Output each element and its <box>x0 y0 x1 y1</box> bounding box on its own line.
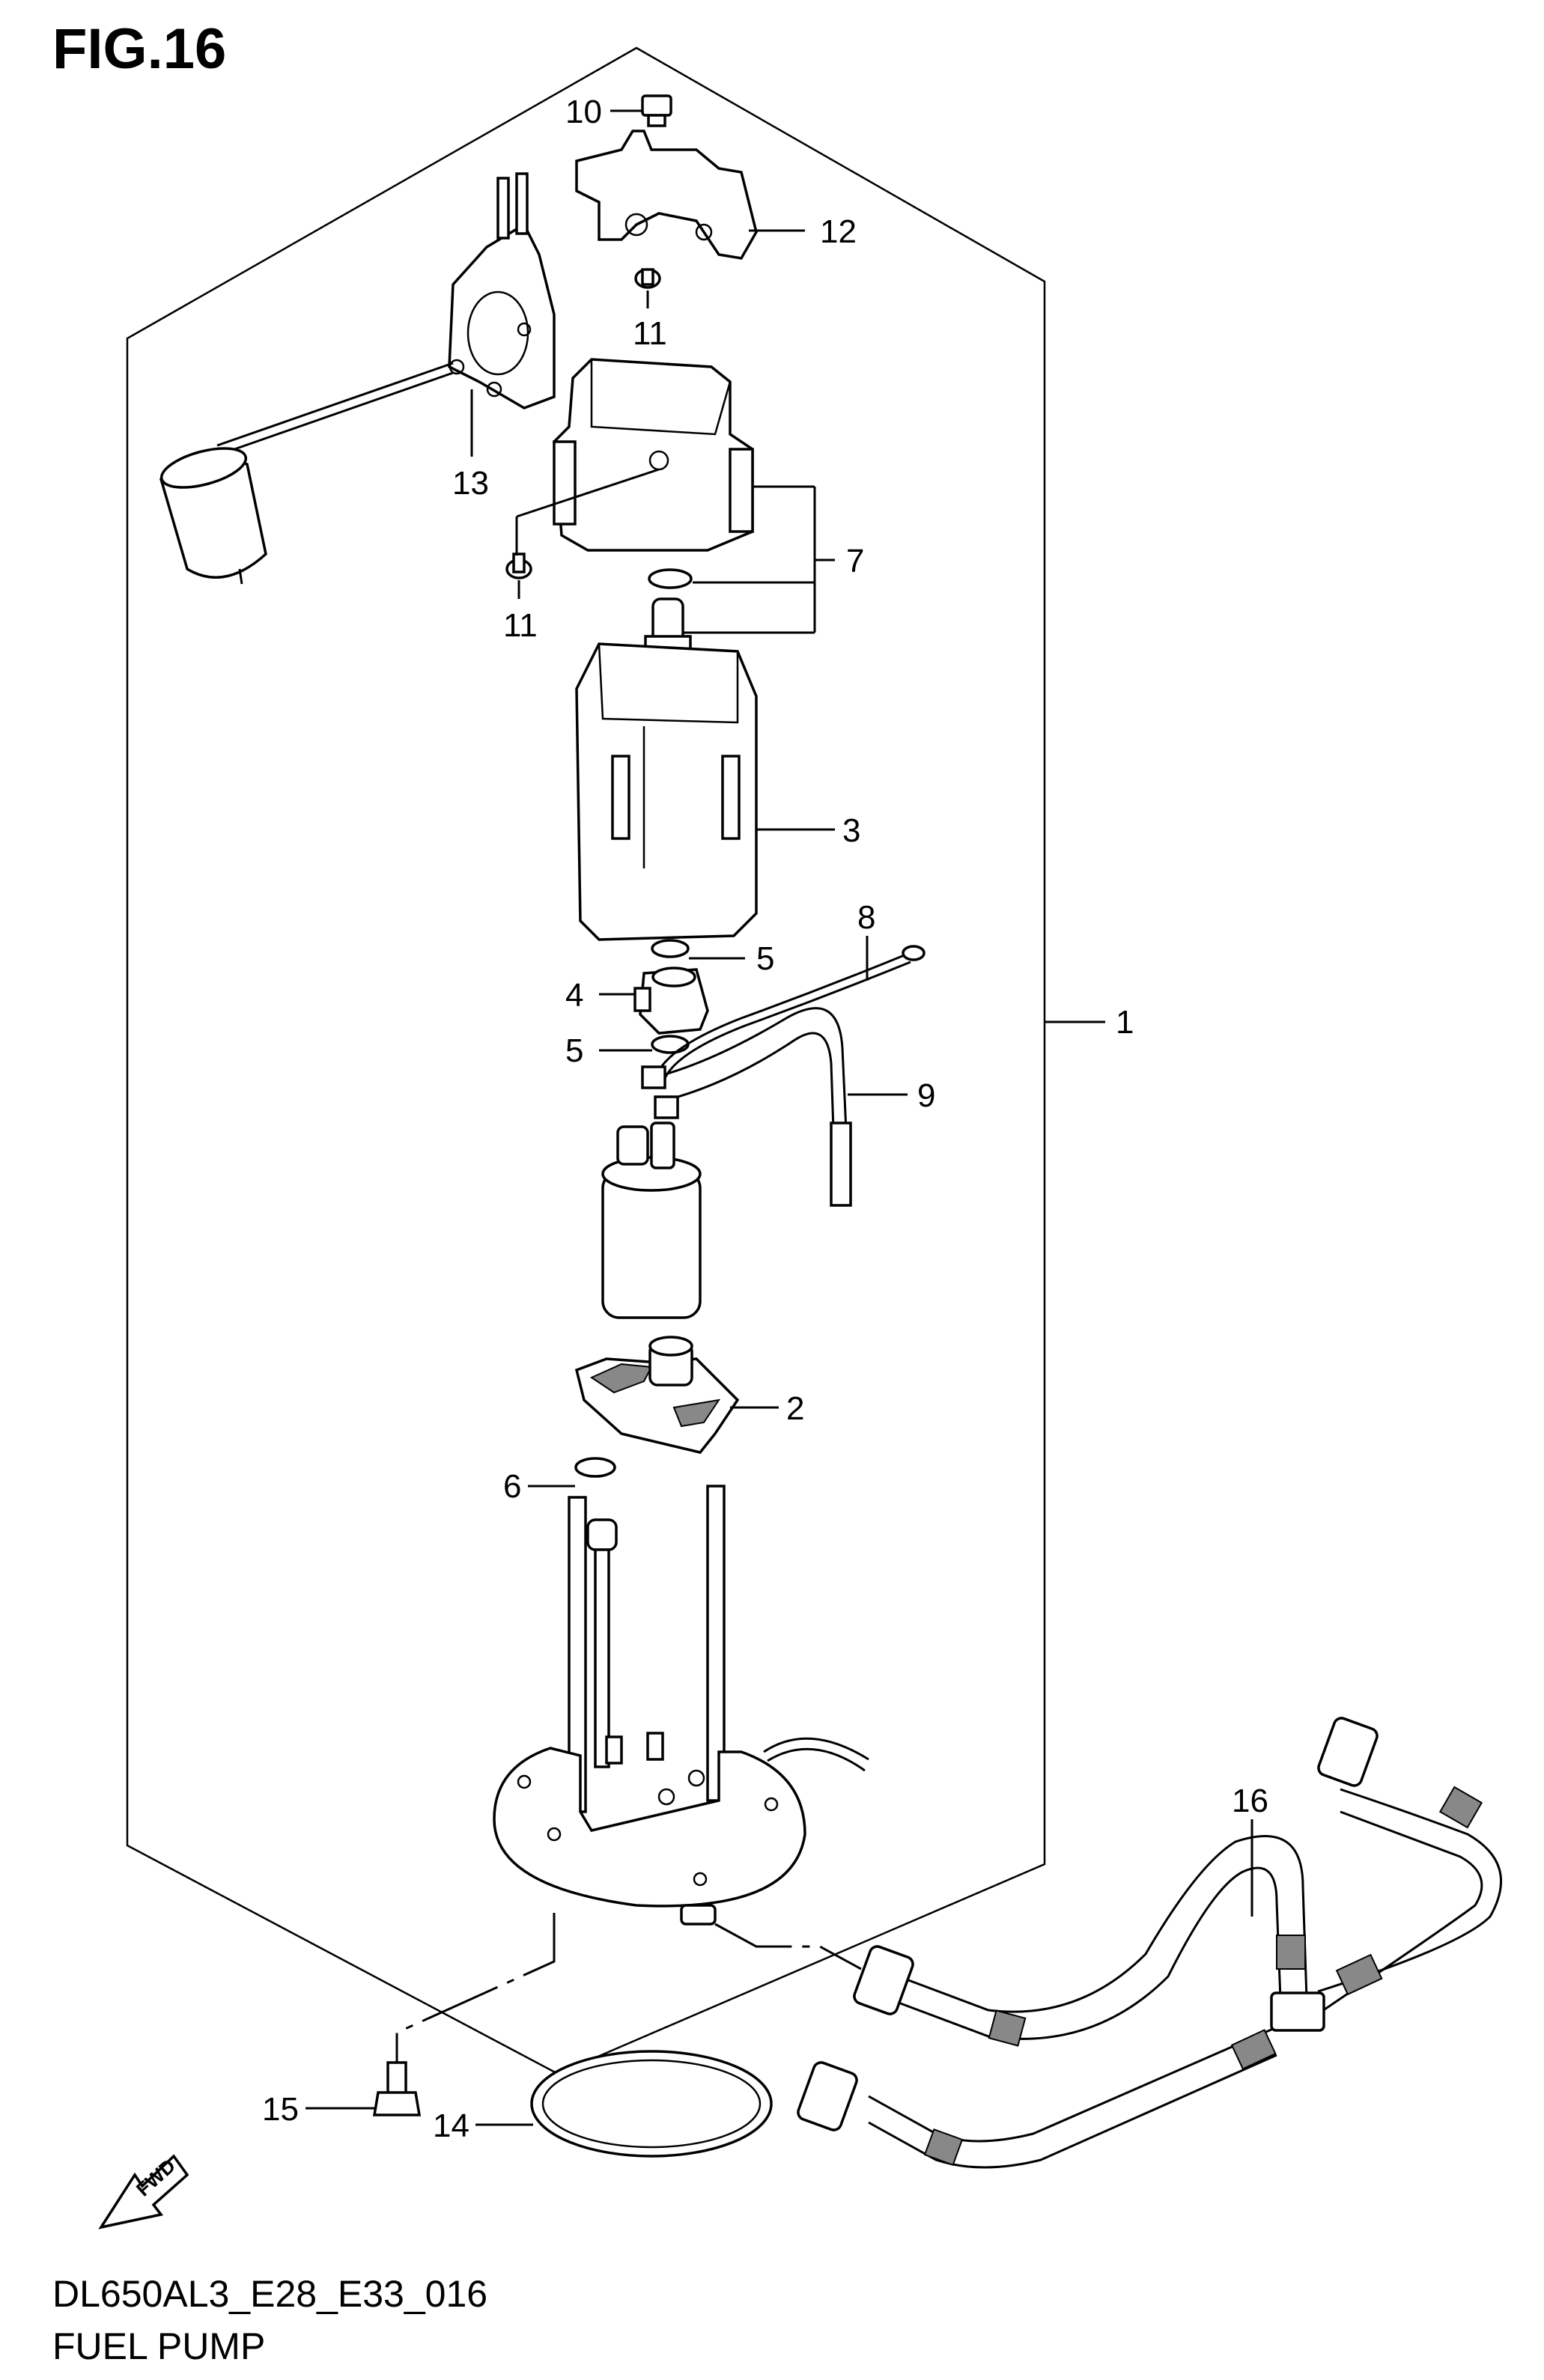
callout-8: 8 <box>857 899 875 936</box>
o-ring-part-6 <box>574 1457 616 1478</box>
fuel-level-gauge-part <box>159 172 556 585</box>
callout-5-upper: 5 <box>756 940 774 977</box>
callout-2: 2 <box>786 1390 804 1427</box>
callout-7: 7 <box>846 543 864 579</box>
callout-1: 1 <box>1116 1004 1134 1041</box>
forward-direction-arrow: FWD <box>98 2154 189 2230</box>
bracket-part <box>575 130 758 260</box>
callout-3: 3 <box>842 812 860 849</box>
screw-upper-part <box>634 268 661 289</box>
bolt-part <box>372 2061 422 2116</box>
callout-12: 12 <box>820 213 857 250</box>
callout-labels: 10 12 11 13 7 11 3 8 5 4 1 5 9 2 6 16 15… <box>262 94 1268 2144</box>
fuel-hose-assembly-part <box>797 1717 1502 2169</box>
pressure-regulator-part <box>633 967 709 1035</box>
callout-16: 16 <box>1232 1783 1268 1819</box>
ground-lead-part <box>657 945 926 1079</box>
fuel-pump-motor <box>601 1121 702 1319</box>
gasket-ring-part <box>530 2050 773 2158</box>
o-ring-upper-part <box>651 939 690 958</box>
figure-name: FUEL PUMP <box>52 2325 266 2367</box>
callout-6: 6 <box>503 1468 521 1505</box>
screw-lower-part <box>505 553 532 579</box>
outlet-axis-line <box>714 1923 862 1970</box>
figure-title: FIG.16 <box>52 17 227 81</box>
o-ring-lower-part <box>651 1035 690 1054</box>
callout-11-lower: 11 <box>503 607 538 644</box>
callout-9: 9 <box>917 1077 935 1114</box>
pump-case-part <box>575 597 758 941</box>
pump-holder-top-part <box>553 358 754 552</box>
drawing-code: DL650AL3_E28_E33_016 <box>52 2273 488 2315</box>
callout-13: 13 <box>452 465 489 502</box>
pump-lead-wire-part <box>641 1007 852 1207</box>
leader-lines <box>306 109 1253 2126</box>
callout-14: 14 <box>433 2107 469 2144</box>
callout-11-upper: 11 <box>633 315 667 352</box>
connector-clip-part <box>641 94 672 127</box>
pump-base-flange <box>493 1485 869 1926</box>
callout-5-lower: 5 <box>565 1032 583 1069</box>
bolt-axis-line <box>395 1913 556 2066</box>
callout-15: 15 <box>262 2091 299 2128</box>
fuel-filter-part <box>574 1336 740 1454</box>
holder-o-ring <box>648 568 693 589</box>
callout-10: 10 <box>565 94 602 130</box>
callout-4: 4 <box>565 977 583 1014</box>
